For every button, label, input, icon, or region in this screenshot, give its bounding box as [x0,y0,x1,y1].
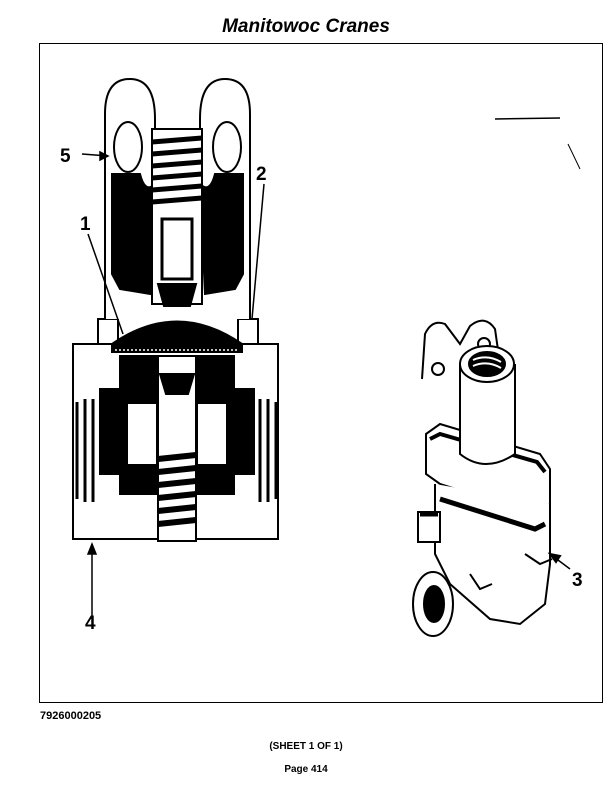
callout-1: 1 [80,214,91,235]
callout-4: 4 [85,613,96,634]
callout-3: 3 [572,570,583,591]
document-number: 7926000205 [40,710,102,722]
cross-section-view [72,77,279,619]
valve-diagram: 5 2 1 3 4 [60,77,583,637]
page-number: Page 414 [284,764,328,775]
sheet-indicator: (SHEET 1 OF 1) [269,741,343,752]
callout-2: 2 [256,164,267,185]
exterior-view [412,117,581,637]
page-title: Manitowoc Cranes [222,16,390,37]
diagram-frame: 5 2 1 3 4 [39,43,603,703]
callout-5: 5 [60,146,71,167]
